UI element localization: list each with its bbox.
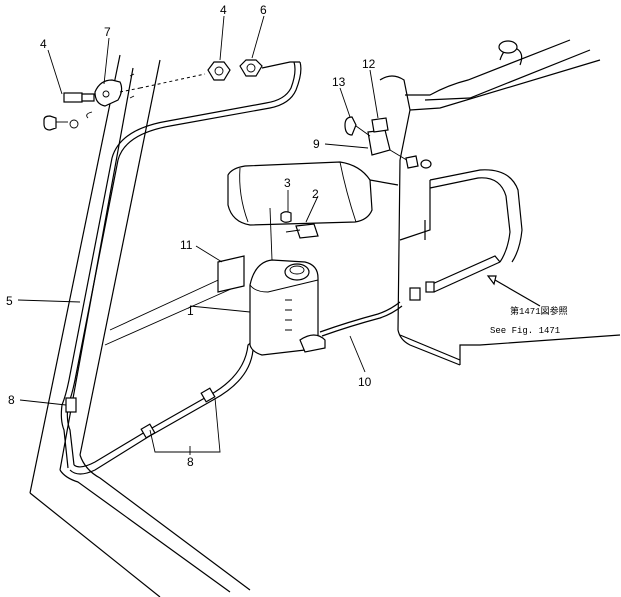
callout-9: 9 bbox=[313, 137, 320, 151]
washer-tank bbox=[249, 259, 403, 356]
nozzle-cap bbox=[239, 59, 300, 77]
nozzle-bracket bbox=[43, 73, 206, 131]
cab-frame bbox=[29, 54, 251, 597]
return-hose bbox=[409, 169, 523, 301]
callout-13: 13 bbox=[332, 75, 346, 89]
decal bbox=[217, 255, 245, 293]
reservoir-body bbox=[227, 161, 373, 261]
callout-6: 6 bbox=[260, 3, 267, 17]
callout-5: 5 bbox=[6, 294, 13, 308]
nozzle-nut bbox=[207, 61, 231, 81]
callout-1: 1 bbox=[187, 304, 194, 318]
reference-note: 第1471図参照 See Fig. 1471 bbox=[490, 305, 568, 336]
callout-4-left: 4 bbox=[40, 37, 47, 51]
reference-note-en: See Fig. 1471 bbox=[490, 326, 560, 336]
machine-body bbox=[369, 39, 621, 366]
callouts: 1 2 3 4 4 5 6 7 8 8 9 10 11 12 13 bbox=[6, 3, 376, 469]
callout-8-bottom: 8 bbox=[187, 455, 194, 469]
callout-12: 12 bbox=[362, 57, 376, 71]
leader-lines bbox=[17, 15, 541, 455]
callout-7: 7 bbox=[104, 25, 111, 39]
callout-8-left: 8 bbox=[8, 393, 15, 407]
reference-note-jp: 第1471図参照 bbox=[510, 305, 568, 317]
pump-assembly bbox=[344, 116, 432, 169]
callout-11: 11 bbox=[180, 238, 193, 252]
callout-10: 10 bbox=[358, 375, 372, 389]
callout-2: 2 bbox=[312, 187, 319, 201]
callout-3: 3 bbox=[284, 176, 291, 190]
callout-4-right: 4 bbox=[220, 3, 227, 17]
